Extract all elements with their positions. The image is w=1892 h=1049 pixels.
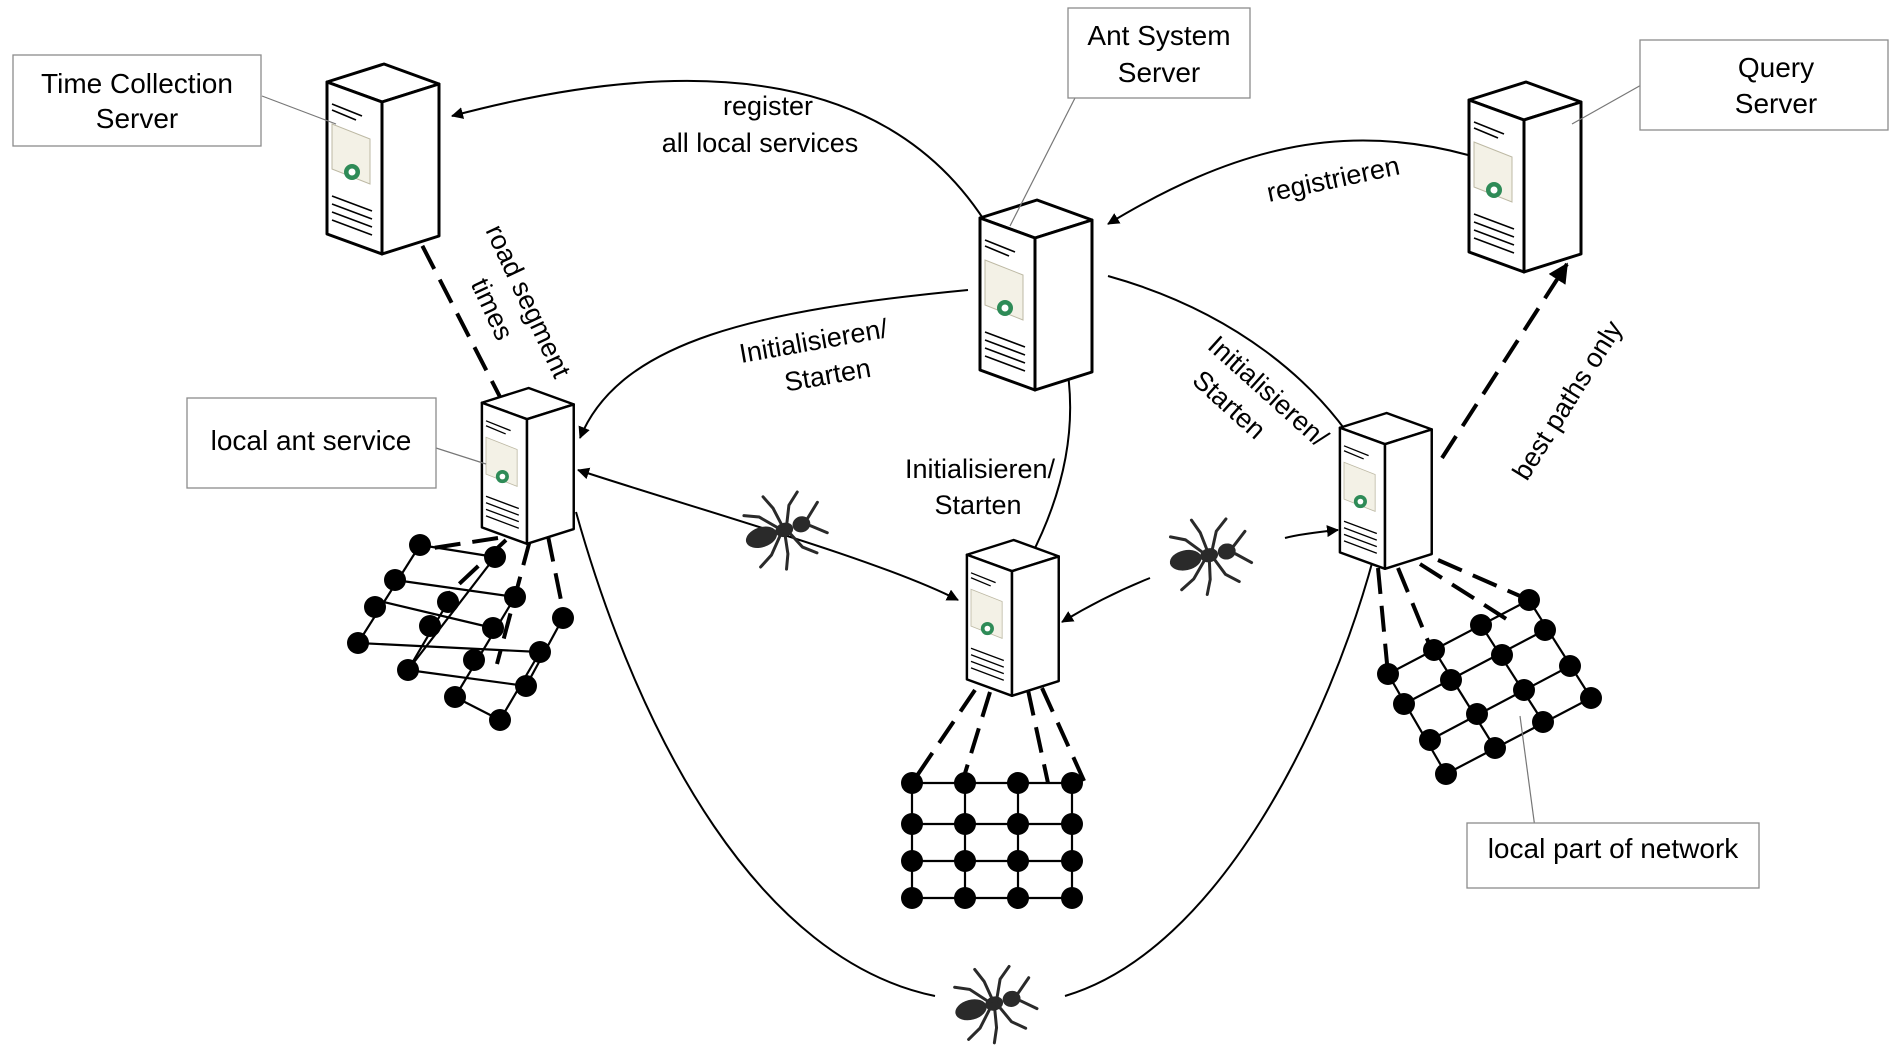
- register-label-line-2: all local services: [662, 128, 859, 158]
- local-network-right: [1376, 558, 1602, 785]
- ant-system-server-icon: [978, 198, 1094, 392]
- init-left-arc: [578, 289, 969, 439]
- registrieren-label-line-1: registrieren: [1264, 150, 1402, 207]
- ant-system-line-2: Server: [1118, 57, 1200, 88]
- leader-local-ant-service: [435, 447, 487, 465]
- local-ant-service-text: local ant service: [211, 425, 412, 456]
- query-server-callout: Query Server: [1639, 39, 1889, 131]
- init-center-arc: [1029, 355, 1072, 559]
- register-label-line-1: register: [723, 91, 813, 121]
- ant-path-to-right: [1284, 525, 1339, 539]
- time-collection-server-icon: [325, 62, 441, 256]
- leader-local-part-network: [1519, 715, 1536, 829]
- init-left-label: Initialisieren/ Starten: [737, 313, 890, 398]
- ant-icon: [1160, 508, 1258, 603]
- register-label: register all local services: [662, 91, 859, 158]
- local-network-center: [901, 687, 1087, 909]
- init-right-label: Initialisieren/ Starten: [1187, 330, 1335, 453]
- query-server-icon: [1467, 80, 1583, 274]
- right-local-server-icon: [1338, 411, 1433, 571]
- best-paths-only-link: [1440, 262, 1569, 460]
- query-server-line-2: Server: [1735, 88, 1817, 119]
- ant-icon: [944, 954, 1045, 1049]
- time-collection-line-2: Server: [96, 103, 178, 134]
- best-paths-only-label: best paths only: [1507, 315, 1629, 485]
- road-segment-times-label: road segment times: [465, 220, 577, 383]
- bottom-loop-right: [1064, 555, 1375, 997]
- ant-system-line-1: Ant System: [1087, 20, 1230, 51]
- query-server-line-1: Query: [1738, 52, 1814, 83]
- road-segment-times-link: [403, 211, 520, 434]
- time-collection-server-callout: Time Collection Server: [12, 54, 262, 147]
- local-part-of-network-callout: local part of network: [1466, 822, 1760, 889]
- local-ant-service-callout: local ant service: [186, 397, 437, 489]
- best-paths-only-line-1: best paths only: [1507, 315, 1629, 485]
- init-left-line-2: Starten: [782, 353, 873, 398]
- init-center-line-2: Starten: [934, 490, 1021, 520]
- time-collection-line-1: Time Collection: [41, 68, 233, 99]
- leader-ant-system: [1009, 97, 1076, 227]
- registrieren-arc: [1107, 139, 1469, 225]
- leader-time-collection: [261, 95, 337, 125]
- registrieren-label: registrieren: [1264, 150, 1402, 207]
- init-center-label: Initialisieren/ Starten: [905, 454, 1056, 520]
- ant-path-to-center: [1061, 577, 1151, 623]
- ant-icon: [733, 479, 836, 580]
- ant-system-server-callout: Ant System Server: [1067, 7, 1251, 99]
- local-part-of-network-text: local part of network: [1488, 833, 1740, 864]
- bottom-loop-left: [575, 511, 936, 997]
- init-center-line-1: Initialisieren/: [905, 454, 1056, 484]
- register-arc: [451, 79, 996, 239]
- center-local-server-icon: [965, 538, 1060, 698]
- local-network-left: [347, 534, 574, 731]
- local-ant-service-server-icon: [480, 386, 575, 546]
- leader-query: [1571, 83, 1644, 125]
